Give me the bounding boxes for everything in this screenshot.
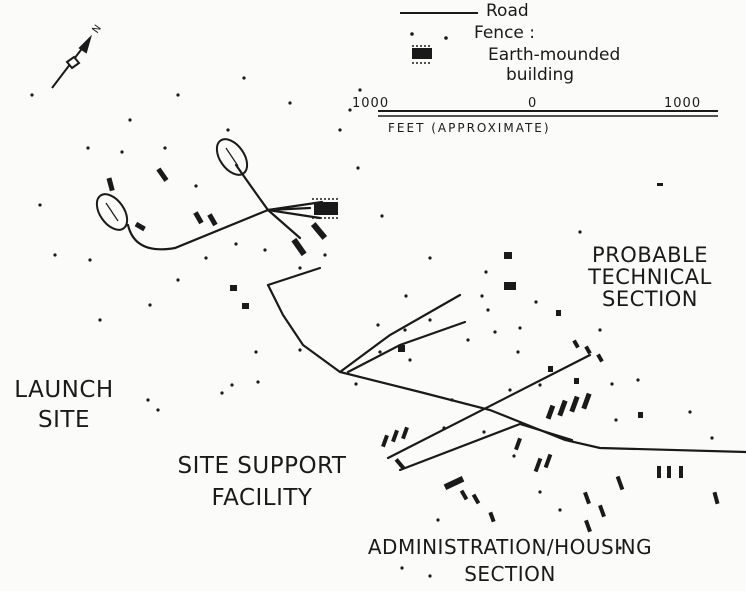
launch-road-c (266, 200, 324, 212)
launch-pad-west (95, 193, 129, 231)
legend-road-label: Road (486, 1, 529, 21)
label-admin-line2: SECTION (464, 562, 556, 586)
launch-pads (95, 138, 249, 231)
earth-mounded-building-launch (312, 198, 340, 219)
building-markers (106, 167, 720, 533)
service-road-lower (398, 422, 574, 472)
scale-left-value: 1000 (352, 96, 390, 111)
branch-road-north (338, 293, 462, 374)
scale-mid-value: 0 (528, 96, 538, 111)
legend-fence-swatch-b (444, 36, 448, 40)
launch-road-main (126, 208, 322, 251)
label-admin-housing-section: ADMINISTRATION/HOUSING SECTION (320, 534, 700, 588)
label-admin-line1: ADMINISTRATION/HOUSING (367, 535, 653, 559)
launch-road-upper (234, 163, 270, 212)
legend-fence-swatch-a (410, 32, 414, 36)
label-site-support-facility: SITE SUPPORT FACILITY (150, 450, 374, 514)
launch-road-a (266, 208, 302, 240)
legend-building-swatch (412, 45, 432, 64)
label-technical-line1: PROBABLE (592, 243, 708, 267)
legend-building-label-line2: building (506, 65, 575, 85)
label-technical-line3: SECTION (601, 287, 699, 312)
scale-units-label: FEET (APPROXIMATE) (388, 121, 551, 135)
label-launch-line1: LAUNCH (14, 377, 114, 403)
legend-fence-label: Fence : (474, 23, 536, 43)
launch-pad-north (215, 138, 249, 176)
service-road-upper (386, 353, 592, 460)
scale-bar (378, 110, 718, 117)
fence-dots (30, 76, 714, 578)
legend-building-label-line1: Earth-mounded (488, 45, 621, 65)
label-launch-site: LAUNCH SITE (0, 375, 128, 435)
main-road (266, 283, 746, 454)
label-support-line1: SITE SUPPORT (177, 453, 347, 479)
spur-road (266, 266, 322, 287)
label-technical-line2: TECHNICAL (588, 265, 712, 290)
scale-right-value: 1000 (664, 96, 702, 111)
label-technical-section: PROBABLE TECHNICAL SECTION (560, 244, 740, 310)
road-network (126, 163, 746, 472)
label-support-line2: FACILITY (211, 485, 313, 511)
label-launch-line2: SITE (38, 407, 90, 433)
north-arrow-icon (51, 34, 93, 89)
north-arrow-letter: N (91, 23, 104, 35)
